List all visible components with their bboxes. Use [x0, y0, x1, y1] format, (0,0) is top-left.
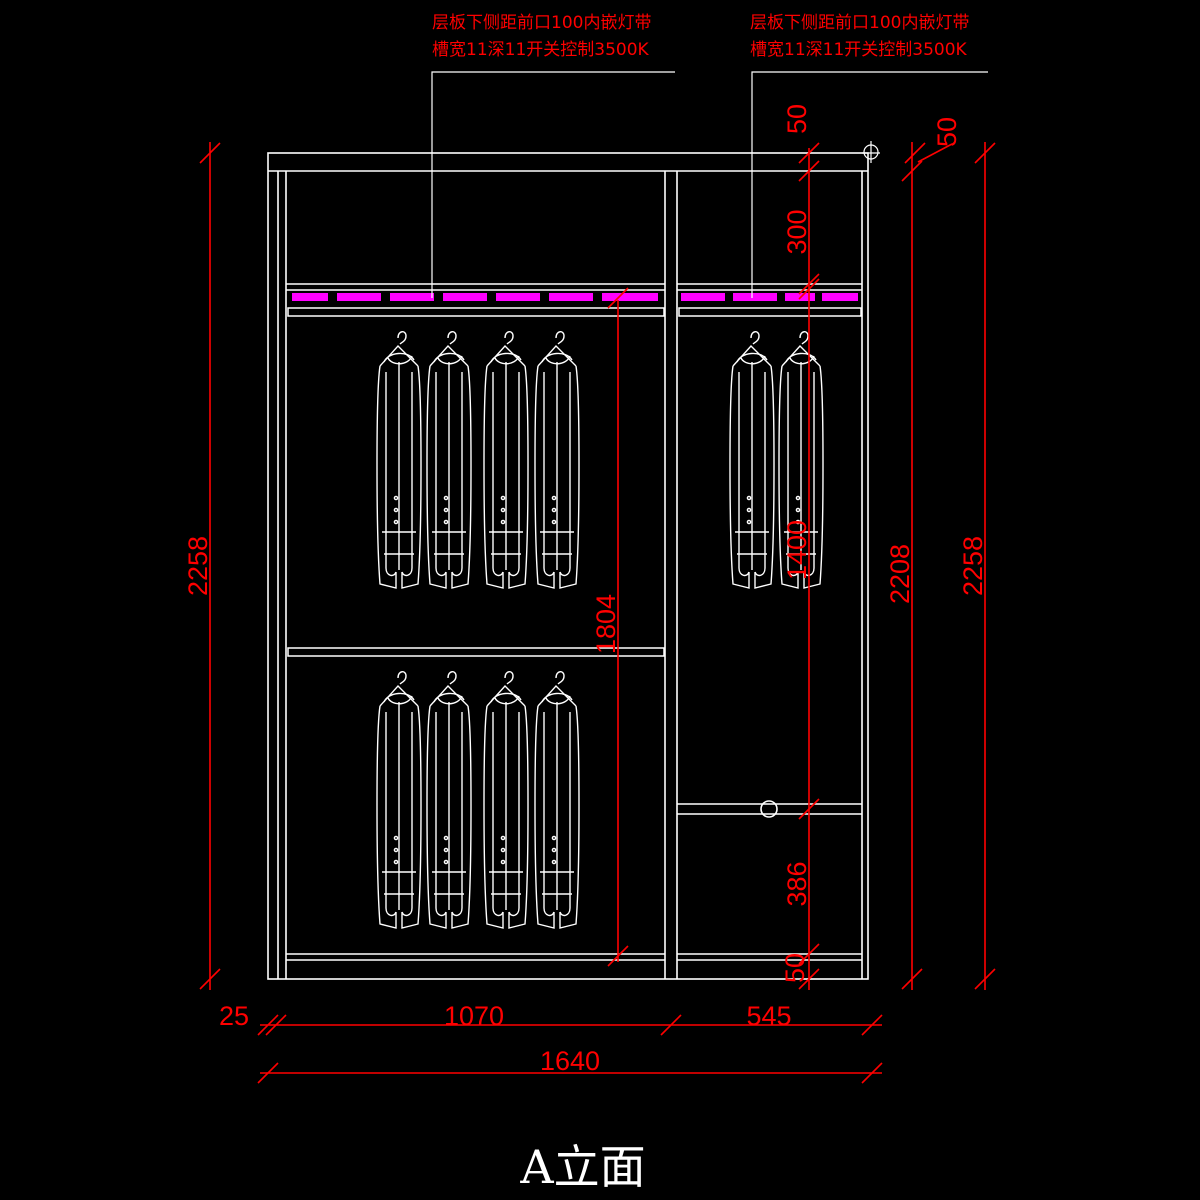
dim-right-bay-width: 545 — [746, 1001, 791, 1031]
dim-left-bay-width: 1070 — [444, 1001, 504, 1031]
led-strip-right — [681, 293, 858, 301]
cabinet-frame — [267, 152, 869, 980]
led-note-right-line1: 层板下侧距前口100内嵌灯带 — [750, 13, 969, 33]
dim-overall-width: 1640 — [540, 1046, 600, 1076]
led-strip-left — [292, 293, 658, 301]
led-note-left-line2: 槽宽11深11开关控制3500K — [432, 40, 650, 60]
dim-right-hanging-height: 1400 — [782, 520, 812, 580]
led-note-right-line2: 槽宽11深11开关控制3500K — [750, 40, 968, 60]
led-note-left-line1: 层板下侧距前口100内嵌灯带 — [432, 13, 651, 33]
dim-left-hanging-height: 1804 — [591, 594, 621, 654]
hanging-rods — [287, 307, 862, 657]
dim-overall-height-left: 2258 — [183, 536, 213, 596]
dim-side-panel: 25 — [219, 1001, 249, 1031]
note-leaders — [431, 71, 988, 298]
dimension-lines — [199, 142, 996, 1084]
dim-top-panel-side: 50 — [932, 117, 962, 147]
dim-bottom-plinth: 50 — [780, 953, 810, 983]
drawing-title: A立面 — [519, 1140, 645, 1194]
garments-left-upper — [376, 331, 580, 589]
dim-top-compartment: 300 — [782, 209, 812, 254]
dim-inner-height: 2208 — [885, 544, 915, 604]
dim-drawer-height: 386 — [782, 861, 812, 906]
dim-top-panel: 50 — [782, 104, 812, 134]
garments-left-lower — [376, 671, 580, 929]
dim-overall-height-right: 2258 — [958, 536, 988, 596]
